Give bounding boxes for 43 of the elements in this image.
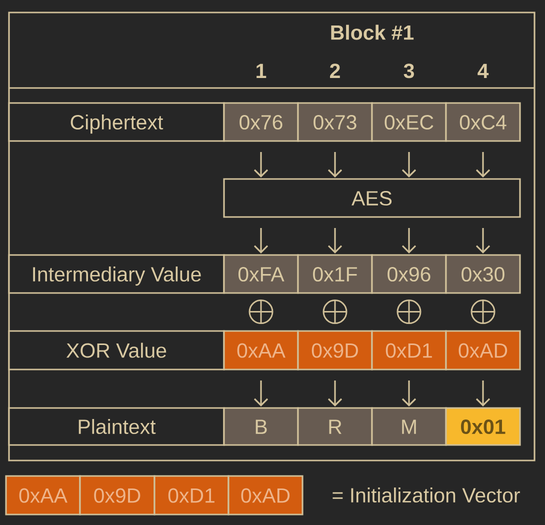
arrow [328, 228, 342, 254]
block-heading: Block #1 [331, 24, 414, 40]
arrow [328, 380, 342, 406]
byte-cell: 0xAD [228, 475, 304, 516]
byte-cell: 0xAA [5, 475, 81, 516]
byte-cell: M [371, 407, 447, 446]
byte-cell: 0xAA [223, 330, 299, 370]
arrow [254, 152, 268, 178]
byte-cell: 0x96 [371, 254, 447, 294]
byte-cell: 0x30 [445, 254, 521, 294]
row-label-cell: Ciphertext [8, 102, 225, 142]
arrow [476, 152, 490, 178]
arrow [476, 380, 490, 406]
legend-text: = Initialization Vector [332, 488, 520, 503]
arrow [402, 228, 416, 254]
byte-cell: 0xD1 [154, 475, 230, 516]
byte-cell: R [297, 407, 373, 446]
byte-cell: 0xD1 [371, 330, 447, 370]
byte-cell: B [223, 407, 299, 446]
row-label-cell: Intermediary Value [8, 254, 225, 294]
arrow [328, 152, 342, 178]
arrow [476, 228, 490, 254]
arrow [402, 152, 416, 178]
byte-cell: 0x1F [297, 254, 373, 294]
column-number: 1 [256, 64, 266, 78]
byte-cell: 0xFA [223, 254, 299, 294]
column-number: 4 [478, 64, 489, 78]
byte-cell: 0xC4 [445, 102, 521, 142]
arrow [254, 228, 268, 254]
arrow [254, 380, 268, 406]
byte-cell: 0x01 [445, 407, 521, 446]
row-label-cell: XOR Value [8, 330, 225, 370]
process-box: AES [223, 178, 521, 218]
byte-cell: 0xAD [445, 330, 521, 370]
byte-cell: 0x73 [297, 102, 373, 142]
arrow [402, 380, 416, 406]
column-number: 2 [330, 64, 340, 78]
byte-cell: 0x76 [223, 102, 299, 142]
byte-cell: 0x9D [297, 330, 373, 370]
column-number: 3 [404, 64, 414, 78]
byte-cell: 0x9D [79, 475, 156, 516]
row-label-cell: Plaintext [8, 407, 225, 446]
byte-cell: 0xEC [371, 102, 447, 142]
